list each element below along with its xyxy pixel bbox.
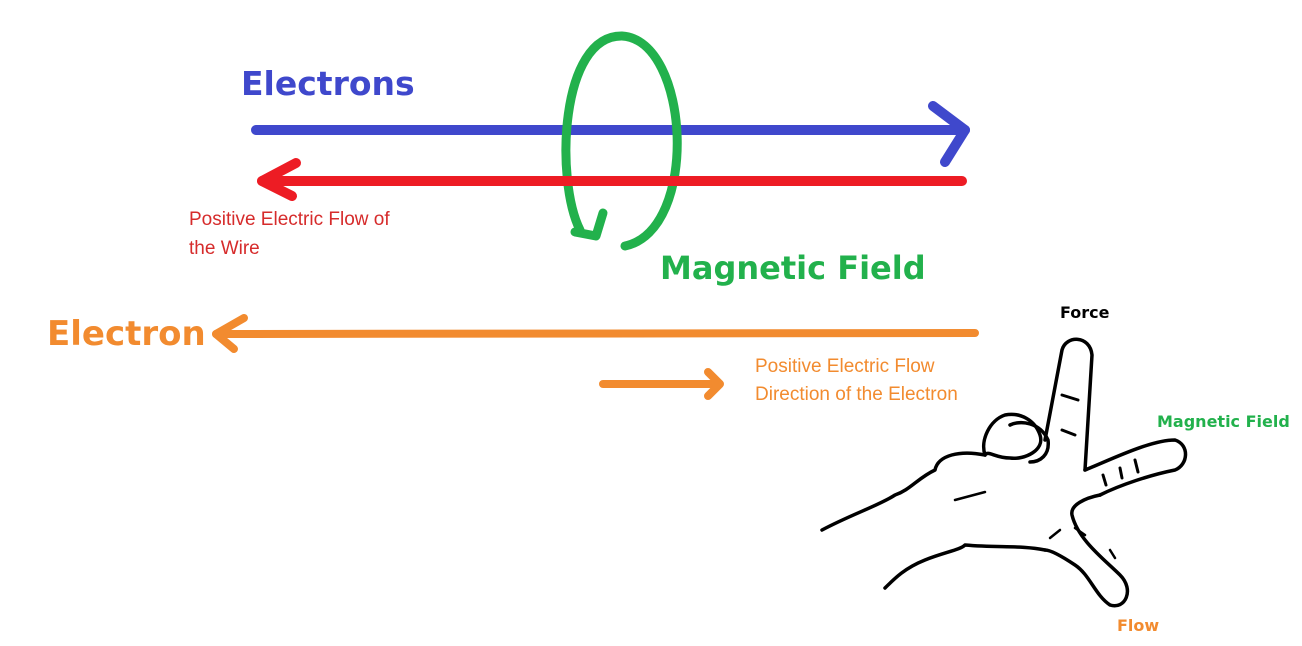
- positive-flow-direction-label-line1: Positive Electric Flow: [755, 356, 935, 377]
- magnetic-field-loop: [561, 31, 682, 251]
- electrons-label: Electrons: [241, 64, 415, 103]
- index-finger-force: [1043, 337, 1094, 472]
- magnetic-field-label: Magnetic Field: [660, 249, 926, 287]
- thumb-flow: [1043, 493, 1130, 608]
- wire-positive-flow-arrow: [257, 158, 967, 201]
- electron-direction-arrow: [212, 314, 979, 353]
- positive-flow-direction-arrow: [599, 368, 724, 400]
- hand-magnetic-field-label: Magnetic Field: [1157, 412, 1290, 431]
- ring-sketch: [982, 412, 1043, 460]
- middle-finger-field: [1083, 438, 1188, 497]
- electron-diagram: Electron Positive Electric Flow Directio…: [47, 314, 979, 405]
- hand-sketch: [820, 337, 1188, 608]
- positive-flow-direction-label-line2: Direction of the Electron: [755, 384, 958, 405]
- electrons-arrow: [251, 101, 970, 167]
- hand-force-label: Force: [1060, 303, 1110, 322]
- hand-upper-contour: [820, 451, 987, 532]
- electron-label: Electron: [47, 314, 206, 354]
- wire-positive-flow-label-line1: Positive Electric Flow of: [189, 209, 390, 230]
- hand-lower-contour: [883, 543, 1047, 590]
- top-wire-diagram: Electrons Positive Electric Flow of the …: [189, 31, 970, 287]
- wire-positive-flow-label-line2: the Wire: [189, 238, 260, 259]
- hand-flow-label: Flow: [1117, 616, 1159, 635]
